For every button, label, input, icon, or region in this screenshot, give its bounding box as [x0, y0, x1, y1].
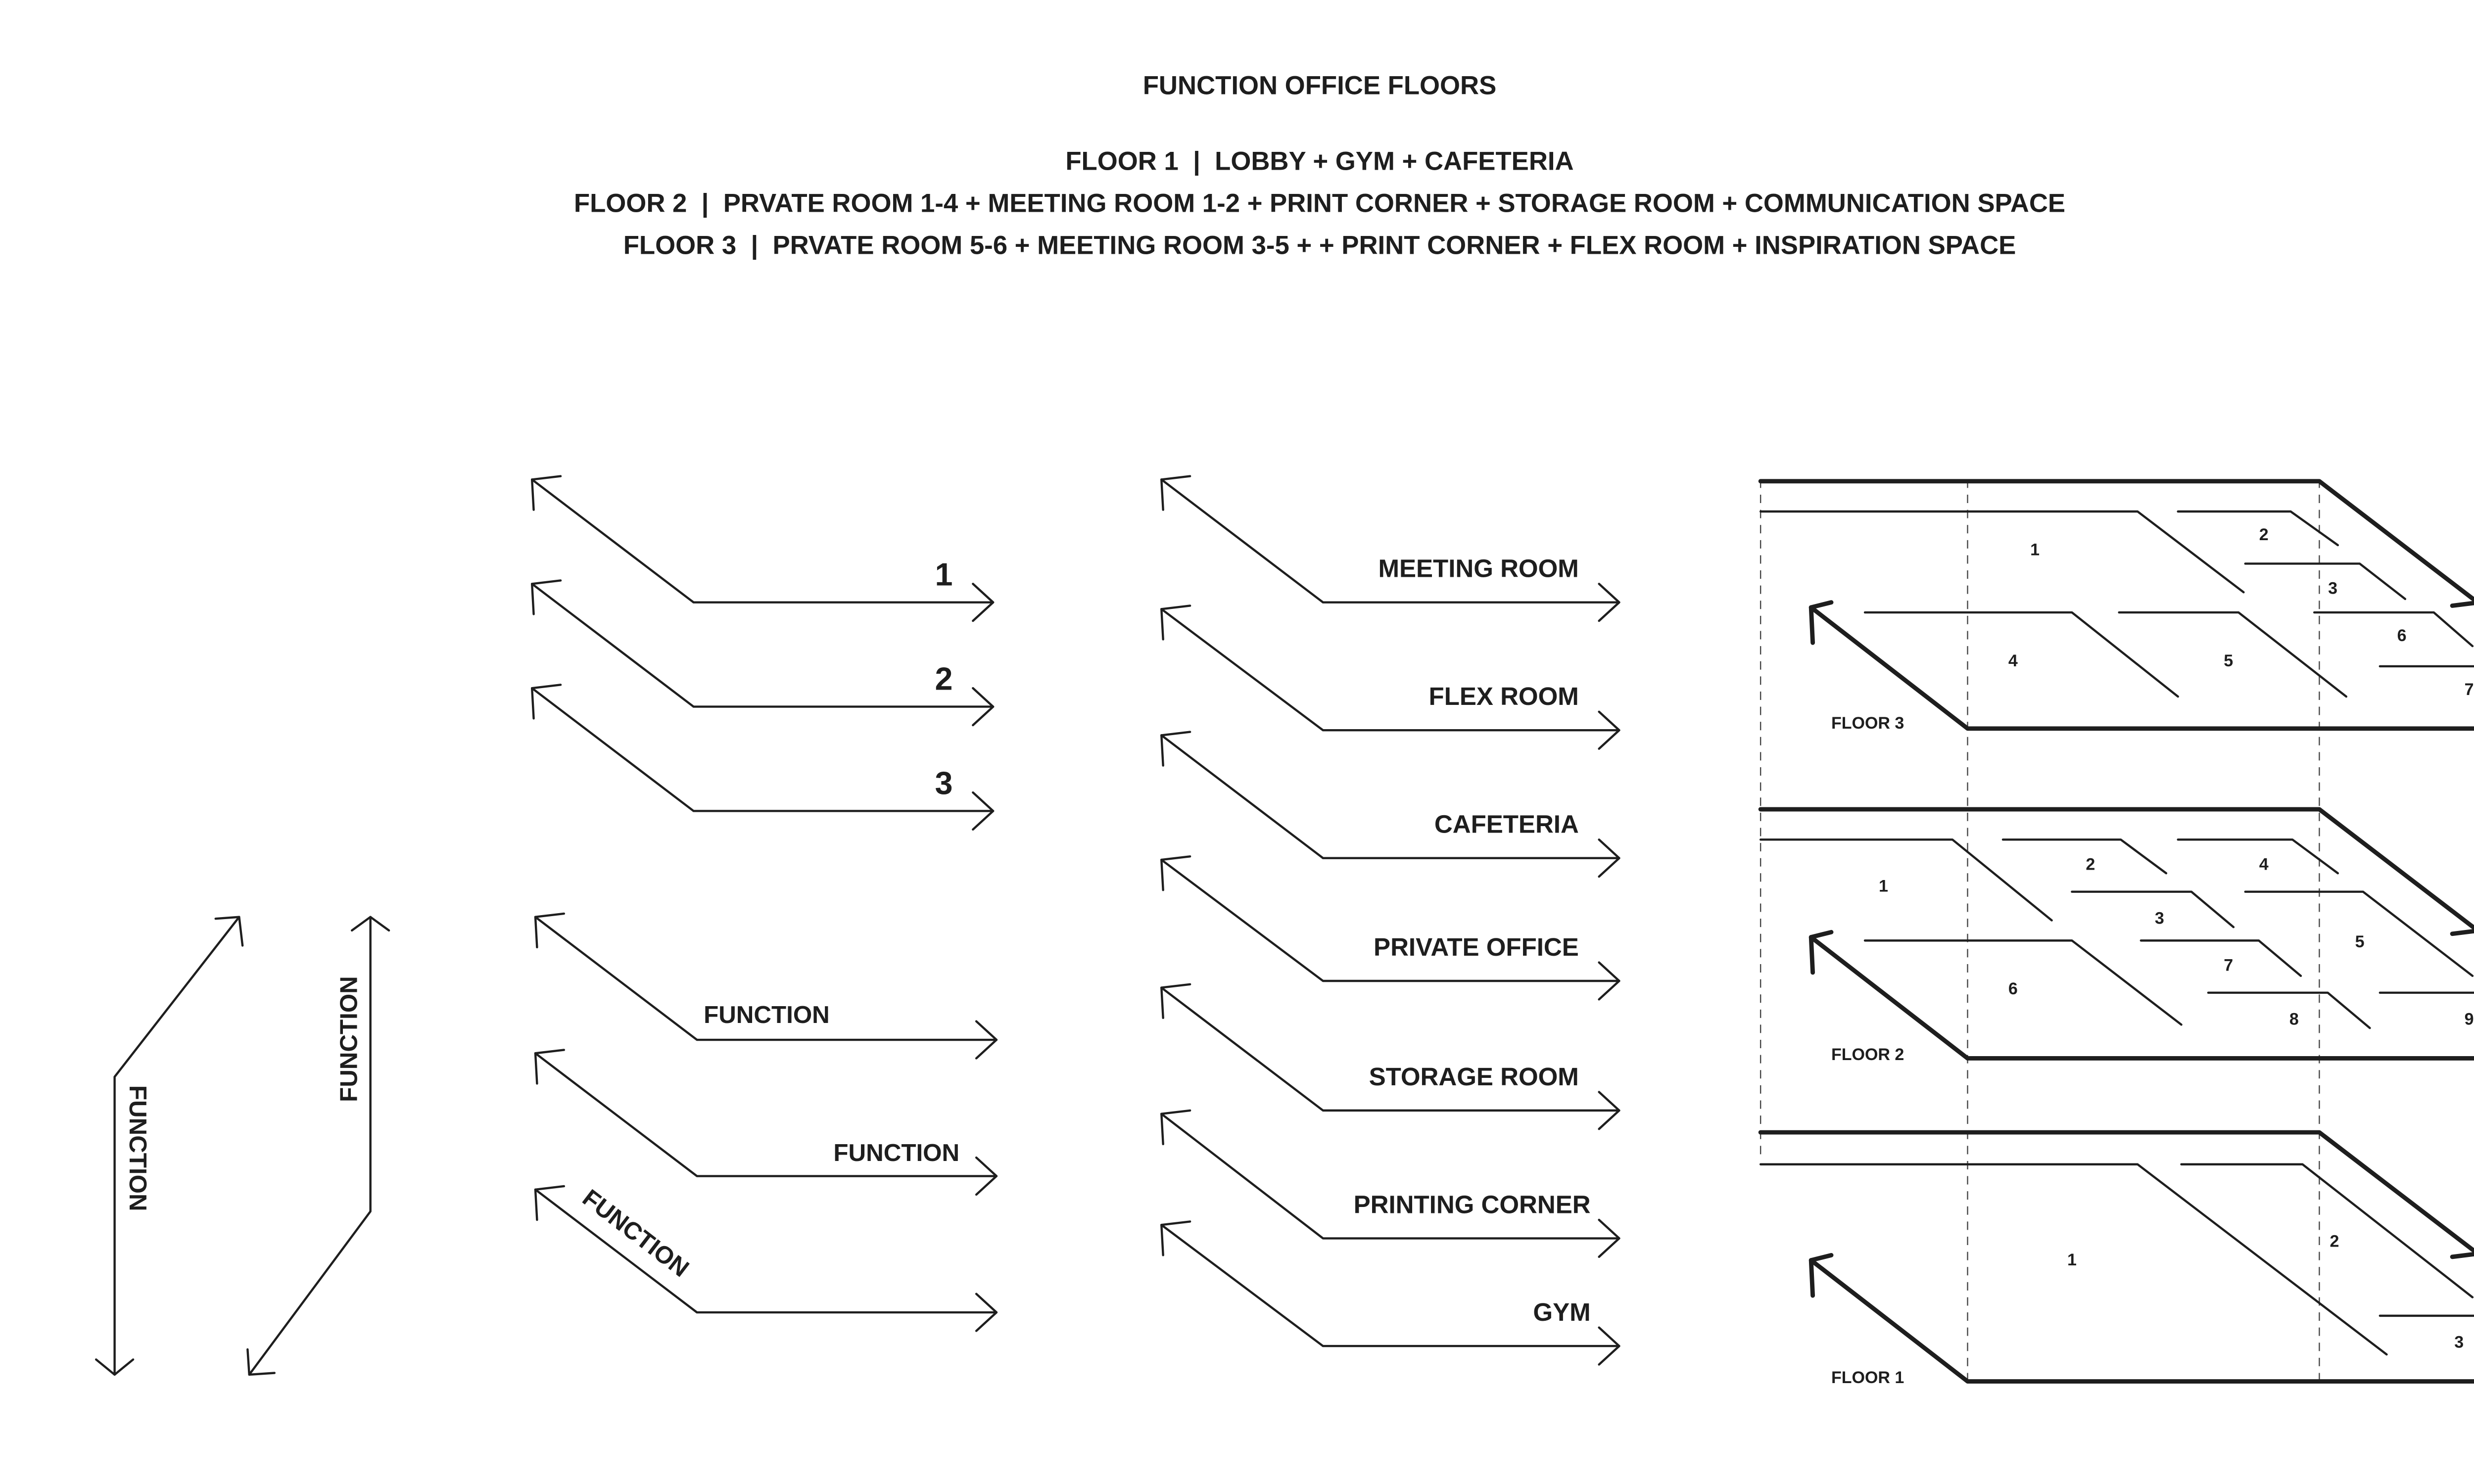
arrowhead-right-icon [1598, 1218, 1620, 1258]
numbered-arrow-2: 2 [530, 579, 995, 727]
floor-2-room-8: 8 [2289, 1010, 2299, 1028]
arrowhead-left-icon [1160, 475, 1191, 511]
floor-1-room-3: 3 [2454, 1333, 2464, 1351]
room-arrow: GYM [1160, 1220, 1620, 1366]
room-arrow-line [1160, 478, 1620, 603]
vertical-arrow-right-label: FUNCTION [335, 976, 362, 1102]
function-arrow-2-label: FUNCTION [833, 1139, 959, 1166]
room-arrow-line [1160, 734, 1620, 859]
arrowhead-right-icon [1598, 1326, 1620, 1366]
floor-3-room-2: 2 [2259, 525, 2269, 544]
floor-3-room-5: 5 [2224, 651, 2233, 670]
floor-2-room-1: 1 [1879, 877, 1888, 896]
numbered-arrow-2-label: 2 [935, 661, 953, 697]
floor-1-label: FLOOR 1 [1831, 1368, 1904, 1387]
room-arrow: FLEX ROOM [1160, 604, 1620, 750]
vertical-arrow-right: FUNCTION [246, 916, 390, 1376]
arrowhead-left-icon [1160, 855, 1191, 891]
function-arrow-3-label: FUNCTION [577, 1184, 694, 1283]
floor-2-room-4: 4 [2259, 855, 2269, 874]
floor-3-room-7: 7 [2465, 680, 2474, 699]
room-arrow-label: STORAGE ROOM [1369, 1063, 1579, 1091]
vertical-arrow-left: FUNCTION [95, 916, 244, 1376]
room-arrow-line [1160, 1113, 1620, 1240]
arrowhead-left-icon [1160, 604, 1191, 641]
room-arrow-label: GYM [1533, 1298, 1590, 1326]
room-arrow: CAFETERIA [1160, 731, 1620, 878]
floor-3-summary: FLOOR 3 | PRVATE ROOM 5-6 + MEETING ROOM… [623, 231, 2016, 261]
room-arrows: MEETING ROOM FLEX ROOM CAFETERIA PRIVATE OF… [1160, 475, 1620, 1366]
room-arrow-label: CAFETERIA [1434, 810, 1579, 838]
room-arrow-line [1160, 608, 1620, 732]
floor-stack: 1 2 3 4 5 6 7 FLOOR 3 1 2 3 [1758, 479, 2474, 1387]
floor-2-room-2: 2 [2086, 855, 2095, 874]
function-arrow-3: FUNCTION [534, 1184, 998, 1332]
numbered-arrow-3-label: 3 [935, 765, 953, 801]
floor-2-room-5: 5 [2355, 932, 2365, 951]
floor-3-label: FLOOR 3 [1831, 714, 1904, 733]
room-arrow-label: PRINTING CORNER [1354, 1190, 1591, 1218]
page-title: FUNCTION OFFICE FLOORS [1143, 71, 1497, 100]
floor-3-room-3: 3 [2328, 579, 2337, 598]
floor-2-room-9: 9 [2465, 1010, 2474, 1028]
room-arrow-label: MEETING ROOM [1379, 555, 1579, 583]
room-arrow: STORAGE ROOM [1160, 983, 1620, 1130]
arrowhead-left-icon [1160, 731, 1191, 767]
floor-2-label: FLOOR 2 [1831, 1045, 1904, 1064]
room-arrow: MEETING ROOM [1160, 475, 1620, 622]
function-arrow-2: FUNCTION [534, 1049, 998, 1196]
room-arrow-line [1160, 986, 1620, 1112]
floor-2-summary: FLOOR 2 | PRVATE ROOM 1-4 + MEETING ROOM… [574, 189, 2065, 219]
floor-3-room-1: 1 [2030, 540, 2040, 559]
arrowhead-left-icon [1160, 1109, 1191, 1146]
arrowhead-right-icon [1598, 838, 1620, 878]
numbered-arrow-1-label: 1 [935, 557, 953, 593]
floor-2-room-7: 7 [2224, 956, 2233, 975]
floor-3-room-4: 4 [2008, 651, 2018, 670]
floor-2: 1 2 3 4 5 6 7 8 9 FLOOR 2 [1758, 807, 2474, 1064]
room-arrow-line [1160, 1223, 1620, 1347]
floor-1-room-1: 1 [2067, 1251, 2077, 1269]
room-arrow-line [1160, 858, 1620, 982]
floor-1-room-2: 2 [2330, 1232, 2339, 1251]
room-arrow: PRINTING CORNER [1160, 1109, 1620, 1258]
arrowhead-right-icon [1598, 1091, 1620, 1130]
floor-1-summary: FLOOR 1 | LOBBY + GYM + CAFETERIA [1065, 147, 1573, 177]
arrowhead-left-icon [1160, 983, 1191, 1020]
arrowhead-left-icon [1160, 1220, 1191, 1256]
room-arrow-label: PRIVATE OFFICE [1374, 933, 1579, 961]
numbered-arrow-1: 1 [530, 475, 995, 622]
floor-1: 1 2 3 FLOOR 1 [1758, 1130, 2474, 1387]
floor-2-room-6: 6 [2008, 979, 2018, 998]
arrowhead-right-icon [1598, 583, 1620, 622]
room-arrow-label: FLEX ROOM [1429, 682, 1579, 710]
function-arrow-1: FUNCTION [534, 912, 998, 1060]
floor-2-room-3: 3 [2155, 909, 2164, 928]
function-arrow-1-label: FUNCTION [704, 1001, 830, 1028]
numbered-arrow-3: 3 [530, 684, 995, 831]
arrowhead-right-icon [1598, 961, 1620, 1001]
room-arrow: PRIVATE OFFICE [1160, 855, 1620, 1001]
vertical-arrow-left-label: FUNCTION [124, 1085, 151, 1211]
arrowhead-right-icon [1598, 710, 1620, 750]
floor-3-room-6: 6 [2397, 626, 2407, 645]
floor-3: 1 2 3 4 5 6 7 FLOOR 3 [1758, 479, 2474, 733]
